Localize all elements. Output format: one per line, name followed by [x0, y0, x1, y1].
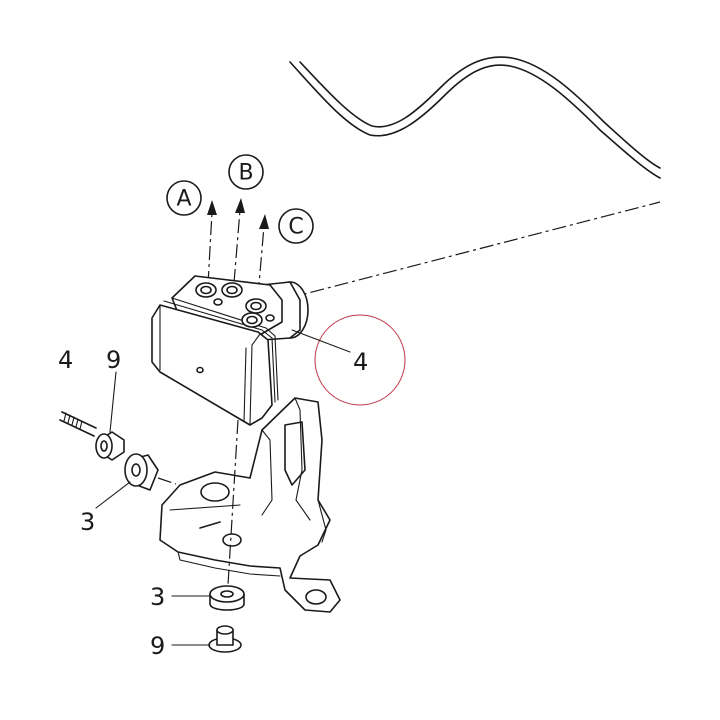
washer-lower [208, 625, 242, 653]
callout-abs-unit: 4 [353, 348, 368, 376]
arrow-c-icon [259, 214, 269, 229]
callout-washer-upper: 9 [106, 346, 121, 374]
svg-text:B: B [238, 161, 253, 186]
port-c-icon [245, 298, 267, 314]
connection-label-c: C [278, 208, 314, 244]
brake-pipe [289, 56, 661, 179]
abs-hydraulic-unit [151, 275, 309, 426]
connection-label-b: B [228, 154, 264, 190]
callout-leaders [95, 329, 351, 646]
svg-text:A: A [176, 187, 191, 212]
washer-upper [95, 431, 125, 461]
leader-line-vertical [227, 419, 239, 586]
arrow-a-icon [207, 200, 217, 215]
mounting-bolt [59, 411, 97, 437]
callout-grommet-lower: 3 [150, 583, 165, 611]
svg-text:C: C [288, 215, 303, 240]
arrow-b-icon [235, 198, 245, 213]
callout-grommet-left: 3 [80, 508, 95, 536]
grommet-lower [209, 585, 245, 611]
callout-washer-lower: 9 [150, 632, 165, 660]
highlight-circle [314, 314, 406, 406]
port-a-icon [195, 282, 217, 298]
mounting-bracket [159, 397, 341, 613]
grommet-left [124, 453, 177, 491]
port-b-icon [221, 282, 243, 298]
connection-label-a: A [166, 180, 202, 216]
callout-bolt: 4 [58, 346, 73, 374]
leader-line-upper [261, 201, 661, 306]
